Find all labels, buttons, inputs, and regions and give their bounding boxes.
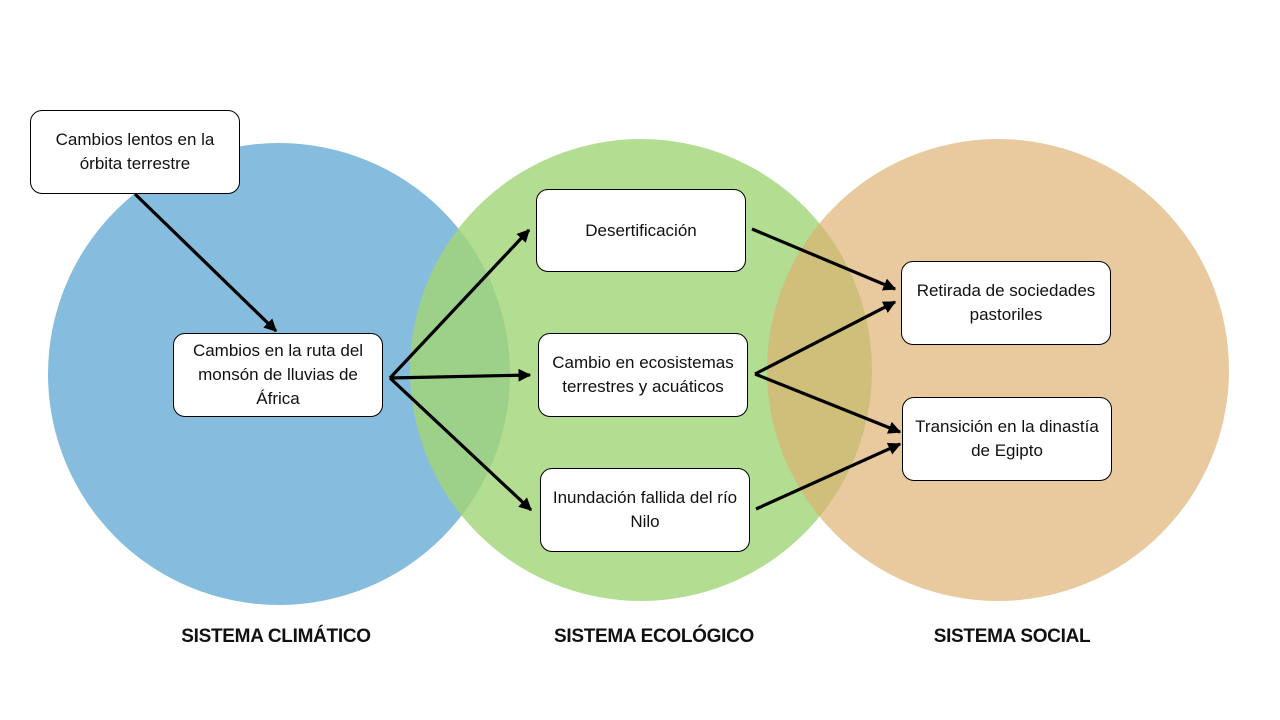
node-egypt-dynasty: Transición en la dinastía de Egipto [902, 397, 1112, 481]
node-desertification: Desertificación [536, 189, 746, 272]
arrow-ecosystems-to-egypt [754, 372, 902, 434]
node-ecosystems: Cambio en ecosistemas terrestres y acuát… [538, 333, 748, 417]
arrow-monsoon-to-ecosystems [389, 368, 532, 382]
arrow-nile-to-egypt [755, 442, 902, 511]
arrow-orbit-to-monsoon [133, 192, 278, 333]
arrow-desert-to-pastoral [751, 227, 897, 291]
node-pastoral-retreat: Retirada de sociedades pastoriles [901, 261, 1111, 345]
climate-system-label: SISTEMA CLIMÁTICO [181, 626, 371, 647]
arrow-ecosystems-to-pastoral [754, 300, 897, 376]
node-monsoon: Cambios en la ruta del monsón de lluvias… [173, 333, 383, 417]
arrow-monsoon-to-nile [388, 376, 533, 512]
social-system-label: SISTEMA SOCIAL [933, 626, 1091, 647]
social-system-circle [767, 139, 1229, 601]
arrow-monsoon-to-desert [388, 228, 531, 380]
node-nile-flood: Inundación fallida del río Nilo [540, 468, 750, 552]
ecology-system-label: SISTEMA ECOLÓGICO [553, 626, 755, 647]
node-orbit: Cambios lentos en la órbita terrestre [30, 110, 240, 194]
